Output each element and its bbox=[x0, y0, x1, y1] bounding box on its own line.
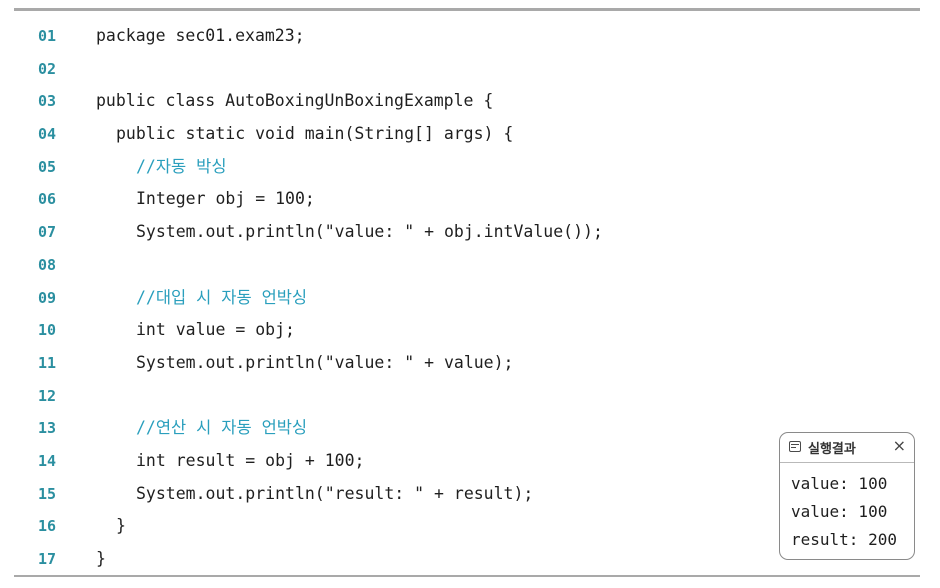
code-text: public static void main(String[] args) { bbox=[116, 124, 514, 144]
line-number: 02 bbox=[38, 59, 57, 78]
line-number: 16 bbox=[38, 517, 57, 536]
code-line: 09 //대입 시 자동 언박싱 bbox=[0, 282, 940, 315]
code-text: public class AutoBoxingUnBoxingExample { bbox=[96, 91, 494, 111]
code-line: 10 int value = obj; bbox=[0, 314, 940, 347]
result-output-line: value: 100 bbox=[791, 474, 888, 493]
line-number: 03 bbox=[38, 92, 57, 111]
line-number: 17 bbox=[38, 550, 57, 568]
line-number: 14 bbox=[38, 451, 57, 470]
code-line: 07 System.out.println("value: " + obj.int… bbox=[0, 216, 940, 249]
code-line: 04 public static void main(String[] args)… bbox=[0, 118, 940, 151]
code-text: System.out.println("result: " + result); bbox=[136, 483, 534, 503]
line-number: 11 bbox=[38, 353, 57, 372]
line-number: 01 bbox=[38, 27, 57, 45]
code-line: 13 //연산 시 자동 언박싱 bbox=[0, 412, 940, 445]
line-number: 07 bbox=[38, 223, 57, 242]
code-line: 01 package sec01.exam23; bbox=[0, 20, 940, 53]
code-comment: //대입 시 자동 언박싱 bbox=[136, 287, 308, 307]
code-line: 06 Integer obj = 100; bbox=[0, 183, 940, 216]
line-number: 15 bbox=[38, 484, 57, 503]
result-panel-title: 실행결과 bbox=[808, 442, 856, 457]
line-number: 10 bbox=[38, 321, 57, 340]
code-text: int result = obj + 100; bbox=[136, 450, 365, 470]
line-number: 09 bbox=[38, 288, 57, 307]
code-line: 12 bbox=[0, 380, 940, 413]
code-comment: //자동 박싱 bbox=[136, 156, 227, 176]
line-number: 12 bbox=[38, 386, 57, 405]
bottom-rule bbox=[14, 575, 920, 577]
code-line: 05 //자동 박싱 bbox=[0, 151, 940, 184]
line-number: 06 bbox=[38, 190, 57, 209]
code-text: package sec01.exam23; bbox=[96, 26, 305, 45]
code-text: } bbox=[96, 549, 106, 568]
code-line: 03 public class AutoBoxingUnBoxingExample… bbox=[0, 85, 940, 118]
code-line: 17} bbox=[0, 543, 940, 576]
close-icon[interactable]: × bbox=[892, 436, 906, 455]
result-output-line: value: 100 bbox=[791, 502, 888, 521]
result-output-line: result: 200 bbox=[791, 530, 897, 549]
result-panel-header: 실행결과 × bbox=[780, 433, 914, 463]
code-line: 16} bbox=[0, 510, 940, 543]
line-number: 05 bbox=[38, 157, 57, 176]
top-rule bbox=[14, 8, 920, 11]
code-line: 08 bbox=[0, 249, 940, 282]
code-comment: //연산 시 자동 언박싱 bbox=[136, 418, 308, 438]
code-text: System.out.println("value: " + value); bbox=[136, 352, 514, 372]
code-text: Integer obj = 100; bbox=[136, 189, 315, 209]
line-number: 13 bbox=[38, 419, 57, 438]
code-text: int value = obj; bbox=[136, 320, 295, 340]
code-listing: 01 package sec01.exam23; 02 03 public class … bbox=[0, 20, 940, 576]
result-panel: 실행결과 × value: 100 value: 100 result: 200 bbox=[779, 432, 915, 560]
console-icon bbox=[789, 441, 801, 452]
code-text: System.out.println("value: " + obj.intVa… bbox=[136, 222, 603, 242]
code-line: 14 int result = obj + 100; bbox=[0, 445, 940, 478]
code-text: } bbox=[116, 516, 126, 536]
line-number: 08 bbox=[38, 255, 57, 274]
line-number: 04 bbox=[38, 125, 57, 144]
code-line: 11 System.out.println("value: " + value); bbox=[0, 347, 940, 380]
result-output: value: 100 value: 100 result: 200 bbox=[791, 470, 897, 554]
code-line: 02 bbox=[0, 53, 940, 86]
code-line: 15 System.out.println("result: " + result… bbox=[0, 478, 940, 511]
